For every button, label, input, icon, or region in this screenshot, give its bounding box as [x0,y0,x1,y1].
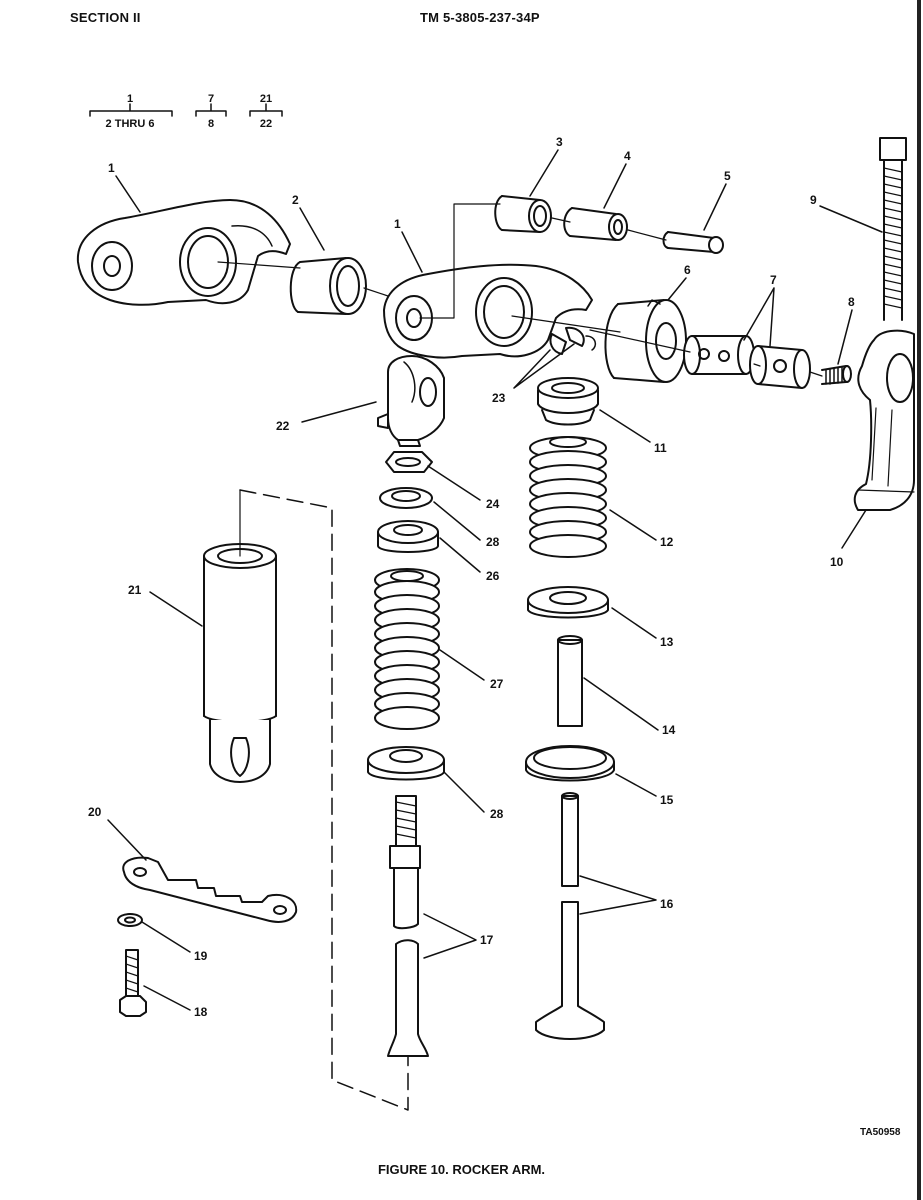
plate-20 [122,856,298,923]
leader-line [589,329,823,377]
leader-line [511,315,621,333]
callout-19: 19 [194,949,208,963]
spring-12 [529,436,607,558]
callout-25: 28 [486,535,500,549]
svg-text:21: 21 [260,93,272,105]
screw-18 [119,949,147,1017]
keeper-23 [549,326,597,355]
clevis-22 [377,355,445,447]
callout-5: 5 [724,169,731,183]
drawing-number-stamp: TA50958 [860,1127,901,1138]
rocker-arm-center [383,263,593,359]
callout-9: 9 [810,193,817,207]
callout-11: 11 [654,441,667,455]
callout-1a: 1 [108,161,115,175]
callout-24: 24 [486,497,500,511]
figure-caption: FIGURE 10. ROCKER ARM. [377,1162,546,1177]
callout-8: 8 [848,295,855,309]
callout-23: 23 [492,391,506,405]
callout-21: 21 [128,583,142,597]
bushing-2 [289,257,367,315]
ring-15 [525,745,615,782]
callout-10: 10 [830,555,844,569]
manual-number: TM 5-3805-237-34P [420,10,540,25]
key-group-21: 21 22 [249,93,283,130]
leader-line [419,203,501,319]
key-group-7: 7 8 [195,93,227,130]
page-edge [917,0,921,1200]
callout-20: 20 [88,805,102,819]
pin-5 [662,231,724,254]
svg-text:2 THRU 6: 2 THRU 6 [106,118,155,130]
leader-line [363,287,389,297]
svg-text:8: 8 [208,118,214,130]
sleeve-4 [563,207,628,241]
cap-11 [537,377,599,426]
callout-6: 6 [684,263,691,277]
nut-24 [385,451,433,473]
callout-15: 15 [660,793,674,807]
callout-26: 26 [486,569,500,583]
callout-3: 3 [556,135,563,149]
guide-14 [557,635,583,727]
pushrod-17 [387,795,429,1057]
callout-17: 17 [480,933,494,947]
callout-18: 18 [194,1005,208,1019]
collar-6 [604,299,687,383]
svg-text:22: 22 [260,118,272,130]
callout-16: 16 [660,897,674,911]
callout-1b: 1 [394,217,401,231]
callout-28: 28 [490,807,504,821]
bushing-3 [494,195,552,233]
seat-28 [367,746,445,781]
leader-line [239,489,409,1111]
callout-4: 4 [624,149,631,163]
rocker-arm-left [76,199,291,306]
adjusting-screw-8 [821,365,852,385]
seat-26 [377,520,439,553]
section-header: SECTION II [70,10,141,25]
retainer-7b [749,345,811,389]
callout-27: 27 [490,677,504,691]
retainer-7a [683,335,755,375]
washer-25 [379,487,433,509]
key-group-1: 1 2 THRU 6 [89,93,173,130]
rocker-bracket-10 [853,329,915,511]
svg-text:1: 1 [127,93,133,105]
leader-line [217,261,301,269]
callout-14: 14 [662,723,676,737]
callout-13: 13 [660,635,674,649]
spring-27 [374,568,440,730]
callout-7: 7 [770,273,777,287]
callout-2: 2 [292,193,299,207]
seat-13 [527,586,609,619]
svg-text:7: 7 [208,93,214,105]
leader-line [551,217,667,241]
valve-16 [535,792,605,1040]
callout-22: 22 [276,419,290,433]
callout-leaders [107,149,883,1011]
tappet-21 [203,543,277,783]
callout-12: 12 [660,535,674,549]
washer-19 [117,913,143,927]
bolt-9 [879,137,907,321]
